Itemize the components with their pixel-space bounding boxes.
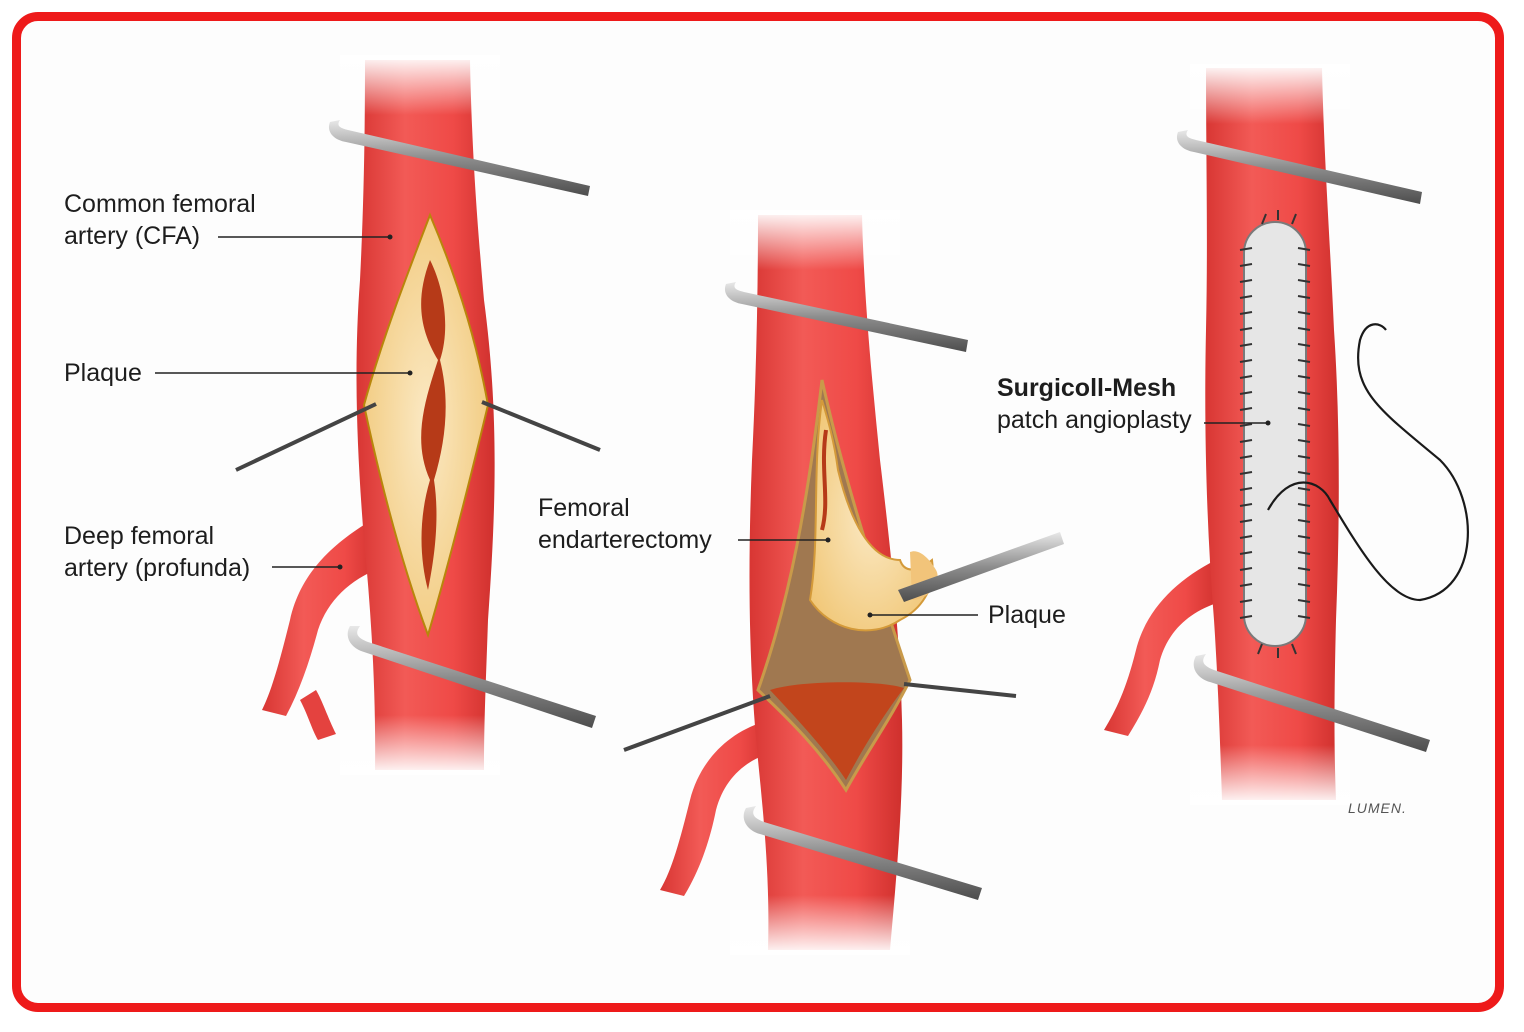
stitch bbox=[1239, 487, 1253, 491]
stitch bbox=[1297, 599, 1311, 603]
stitch bbox=[1297, 471, 1311, 475]
stitch bbox=[1239, 567, 1253, 571]
stitch bbox=[1239, 455, 1253, 459]
stitch bbox=[1297, 279, 1311, 283]
label-femoral-endarterectomy: Femoral endarterectomy bbox=[538, 494, 712, 554]
lumen-logo: LUMEN. bbox=[1348, 800, 1407, 816]
vessel-loop-icon bbox=[481, 400, 601, 452]
stitch bbox=[1239, 583, 1253, 587]
stitch bbox=[1239, 519, 1253, 523]
stitch bbox=[1239, 279, 1253, 283]
vessel-loop-icon bbox=[903, 682, 1017, 698]
panel-2-endarterectomy bbox=[623, 210, 1064, 955]
stitch bbox=[1239, 439, 1253, 443]
stitch bbox=[1239, 391, 1253, 395]
vessel-loop-icon bbox=[235, 402, 377, 472]
stitch bbox=[1239, 343, 1253, 347]
stitch bbox=[1239, 247, 1253, 251]
panel-1-arteriotomy bbox=[155, 55, 601, 775]
stitch bbox=[1239, 535, 1253, 539]
stitch bbox=[1297, 311, 1311, 315]
stitch bbox=[1239, 263, 1253, 267]
label-plaque-middle: Plaque bbox=[988, 601, 1066, 629]
stitch bbox=[1297, 583, 1311, 587]
stitch bbox=[1297, 519, 1311, 523]
stitch bbox=[1239, 295, 1253, 299]
stitch bbox=[1297, 407, 1311, 411]
stitch bbox=[1261, 213, 1267, 225]
stitch bbox=[1297, 567, 1311, 571]
stitch bbox=[1239, 407, 1253, 411]
stitch bbox=[1297, 391, 1311, 395]
label-plaque-left: Plaque bbox=[64, 359, 142, 387]
stitch bbox=[1297, 551, 1311, 555]
stitch bbox=[1239, 599, 1253, 603]
label-deep-femoral-artery: Deep femoral artery (profunda) bbox=[64, 522, 251, 582]
vascular-clamp-icon bbox=[1176, 130, 1422, 204]
stitch bbox=[1239, 551, 1253, 555]
surgicoll-mesh-patch bbox=[1243, 221, 1307, 647]
label-surgicoll-mesh-patch: Surgicoll-Mesh patch angioplasty bbox=[997, 374, 1192, 434]
stitch bbox=[1297, 455, 1311, 459]
stitch bbox=[1297, 535, 1311, 539]
forceps-icon[interactable] bbox=[898, 532, 1064, 602]
stitch bbox=[1297, 359, 1311, 363]
vascular-clamp-icon bbox=[328, 120, 590, 196]
suture-thread bbox=[1267, 323, 1469, 602]
vascular-clamp-icon bbox=[347, 626, 596, 728]
stitch bbox=[1239, 359, 1253, 363]
stitch bbox=[1257, 643, 1263, 655]
stitch bbox=[1239, 503, 1253, 507]
label-common-femoral-artery: Common femoral artery (CFA) bbox=[64, 190, 256, 250]
profunda-branch bbox=[1104, 560, 1220, 736]
profunda-branch bbox=[660, 720, 774, 896]
stitch bbox=[1297, 423, 1311, 427]
stitch bbox=[1297, 439, 1311, 443]
stitch bbox=[1297, 487, 1311, 491]
stitch bbox=[1239, 375, 1253, 379]
profunda-branch bbox=[262, 520, 380, 716]
suture-stitches bbox=[1239, 210, 1311, 658]
stitch bbox=[1297, 327, 1311, 331]
stitch bbox=[1297, 615, 1311, 619]
vascular-clamp-icon bbox=[1193, 654, 1430, 752]
stitch bbox=[1297, 263, 1311, 267]
stitch bbox=[1297, 295, 1311, 299]
stitch bbox=[1291, 643, 1297, 655]
stitch bbox=[1297, 503, 1311, 507]
stitch bbox=[1297, 375, 1311, 379]
panel-3-patch-angioplasty bbox=[1104, 64, 1469, 805]
stitch bbox=[1239, 615, 1253, 619]
stitch bbox=[1297, 247, 1311, 251]
stitch bbox=[1239, 423, 1253, 427]
vascular-clamp-icon bbox=[724, 282, 968, 352]
stitch bbox=[1239, 471, 1253, 475]
stitch bbox=[1291, 213, 1297, 225]
stitch bbox=[1297, 343, 1311, 347]
stitch bbox=[1239, 311, 1253, 315]
vascular-clamp-icon bbox=[743, 806, 982, 900]
stitch bbox=[1239, 327, 1253, 331]
vessel-loop-icon bbox=[623, 694, 771, 752]
